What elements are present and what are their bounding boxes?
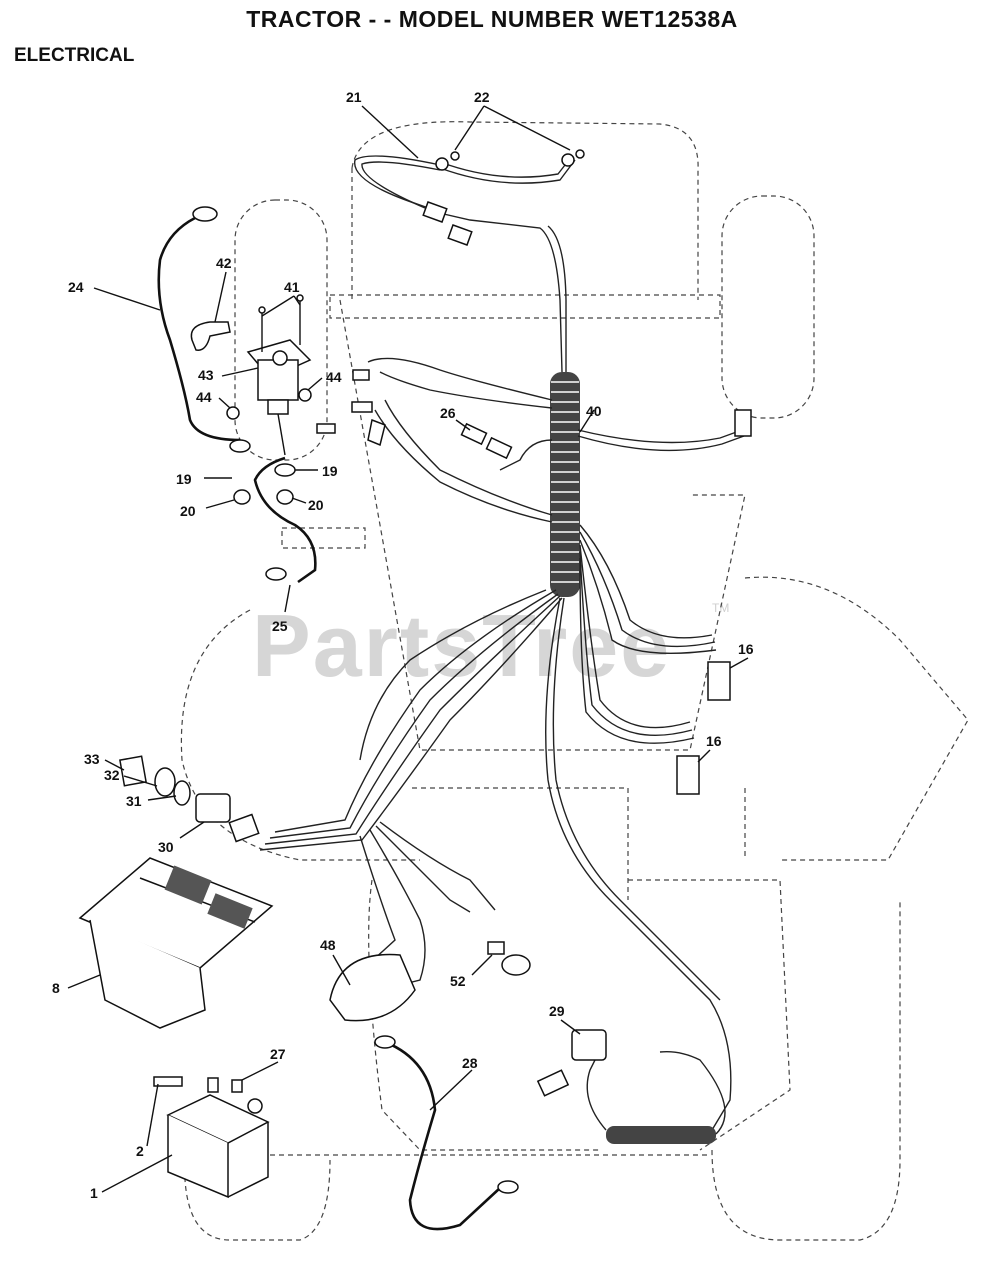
callout-40: 40 — [586, 403, 602, 419]
cable-25 — [253, 456, 317, 584]
callout-43: 43 — [198, 367, 214, 383]
cable-24-terminal — [192, 206, 218, 222]
key-33 — [119, 755, 147, 787]
callout-30: 30 — [158, 839, 174, 855]
switch-29 — [571, 1029, 607, 1061]
lockwasher-19-left — [229, 439, 251, 453]
callout-27: 27 — [270, 1046, 286, 1062]
page-title: TRACTOR - - MODEL NUMBER WET12538A — [246, 6, 738, 32]
callout-21: 21 — [346, 89, 362, 105]
callout-26: 26 — [440, 405, 456, 421]
nut-32 — [154, 767, 176, 797]
callout-2: 2 — [136, 1143, 144, 1159]
solenoid-cover-42 — [190, 321, 231, 351]
terminal-nut-27b — [231, 1079, 243, 1093]
callout-16-upper: 16 — [738, 641, 754, 657]
leader-lines — [67, 105, 749, 1193]
lockwasher-19-right — [274, 463, 296, 477]
connector-small-2 — [351, 401, 373, 413]
callout-44-left: 44 — [196, 389, 212, 405]
callout-24: 24 — [68, 279, 84, 295]
connector-right-headlight — [734, 409, 752, 437]
section-heading: ELECTRICAL — [14, 45, 135, 66]
callout-41: 41 — [284, 279, 300, 295]
tractor-outline — [180, 121, 969, 1241]
callout-20-right: 20 — [308, 497, 324, 513]
callout-1: 1 — [90, 1185, 98, 1201]
callout-20-left: 20 — [180, 503, 196, 519]
switch-29-plug — [536, 1069, 570, 1097]
cable-28-terminal-bottom — [497, 1180, 519, 1194]
callout-8: 8 — [52, 980, 60, 996]
ignition-plug — [228, 813, 260, 843]
watermark-tm: TM — [712, 601, 729, 615]
callout-19-left: 19 — [176, 471, 192, 487]
callout-22: 22 — [474, 89, 490, 105]
nut-20-right — [276, 489, 294, 505]
fuse-holder — [316, 423, 336, 434]
battery-tray-8 — [78, 857, 274, 1029]
cable-28-terminal-top — [374, 1035, 396, 1049]
callout-29: 29 — [549, 1003, 565, 1019]
solenoid-43 — [246, 339, 312, 456]
ignition-switch-30 — [195, 793, 231, 823]
callout-52: 52 — [450, 973, 466, 989]
screws-41 — [258, 294, 304, 352]
bolt-2 — [153, 1076, 183, 1087]
callout-42: 42 — [216, 255, 232, 271]
bezel-31 — [173, 780, 191, 806]
callout-16-lower: 16 — [706, 733, 722, 749]
nut-20-left — [233, 489, 251, 505]
connector-16-lower — [676, 755, 700, 795]
part-52-plug — [487, 941, 505, 955]
battery-1 — [166, 1094, 270, 1199]
callout-32: 32 — [104, 767, 120, 783]
callout-28: 28 — [462, 1055, 478, 1071]
nut-44-right — [298, 388, 312, 402]
callout-19-right: 19 — [322, 463, 338, 479]
callout-44-right: 44 — [326, 369, 342, 385]
ground-cable-24 — [157, 216, 241, 442]
cable-28 — [384, 1040, 501, 1231]
terminal-bracket — [367, 418, 386, 447]
callout-33: 33 — [84, 751, 100, 767]
callout-48: 48 — [320, 937, 336, 953]
cable-25-terminal — [265, 567, 287, 581]
part-52-body — [501, 954, 531, 976]
bulb-22 — [435, 149, 585, 171]
callouts: 21 22 24 42 41 43 44 44 19 19 20 20 26 4… — [52, 89, 754, 1201]
callout-31: 31 — [126, 793, 142, 809]
connector-16-upper — [707, 661, 731, 701]
wiring-harness — [259, 211, 745, 1131]
nut-44-left — [226, 406, 240, 420]
terminal-nut-27a — [207, 1077, 219, 1093]
connector-small — [352, 369, 370, 381]
headlight-harness-21 — [354, 155, 576, 246]
coiled-lead — [586, 1049, 726, 1144]
callout-25: 25 — [272, 618, 288, 634]
connector-26b — [485, 436, 513, 460]
part-48 — [329, 953, 416, 1022]
watermark-text: PartsTree — [252, 596, 671, 695]
